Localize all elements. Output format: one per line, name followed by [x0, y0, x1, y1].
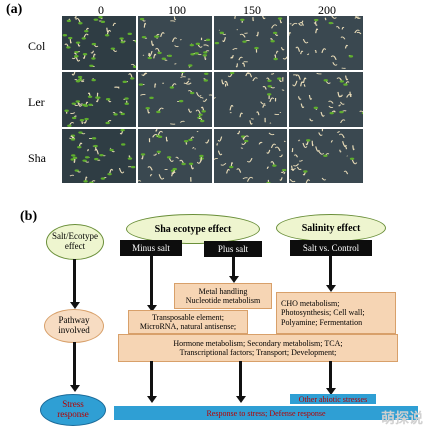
column-label-200: 200	[318, 3, 336, 17]
minus-salt-arrow-shaft	[150, 256, 153, 306]
plus-salt-text: Plus salt	[217, 244, 249, 254]
seedling-photo-ler-150	[213, 72, 288, 127]
salinity-effect-text: Salinity effect	[301, 222, 361, 234]
nucleotide-metabolism-text: Nucleotide metabolism	[185, 296, 261, 305]
cho-metabolism-box: CHO metabolism; Photosynthesis; Cell wal…	[276, 292, 396, 334]
minus-salt-text: Minus salt	[132, 243, 170, 253]
salinity-arrow-shaft	[329, 256, 332, 286]
down-arrow-head-2	[236, 396, 246, 403]
seedling-photo-ler-200	[289, 72, 363, 127]
defense-response-text: Response to stress; Defense response	[206, 408, 326, 418]
down-arrow-shaft-2	[239, 361, 242, 397]
cho-line-2: Photosynthesis; Cell wall;	[281, 308, 365, 318]
stress-response-text: Stress response	[57, 399, 89, 419]
other-abiotic-stresses-bar: Other abiotic stresses	[290, 394, 376, 404]
minus-salt-box: Minus salt	[120, 240, 182, 256]
row-label-sha: Sha	[28, 151, 46, 165]
seedling-photo-col-200	[289, 16, 363, 71]
seedling-photo-col-100	[137, 16, 212, 71]
seedling-photo-sha-150	[213, 128, 288, 183]
plus-salt-box: Plus salt	[204, 241, 262, 257]
hormone-line-1: Hormone metabolism; Secondary metabolism…	[173, 338, 343, 348]
arrow-shaft-1	[73, 259, 76, 303]
arrow-head-2	[70, 385, 80, 392]
seedling-photo-col-0	[62, 16, 136, 71]
column-label-100: 100	[168, 3, 186, 17]
salt-ecotype-effect-oval: Salt/Ecotype effect	[46, 224, 104, 260]
seedling-photo-ler-0	[62, 72, 136, 127]
defense-response-bar: Response to stress; Defense response	[114, 406, 418, 420]
arrow-head-1	[70, 302, 80, 309]
seedling-photo-sha-200	[289, 128, 363, 183]
pathway-involved-text: Pathway involved	[58, 315, 90, 335]
transposable-element-box: Transposable element; MicroRNA, natural …	[128, 310, 248, 334]
salinity-arrow-head	[326, 285, 336, 292]
column-label-150: 150	[243, 3, 261, 17]
panel-b-label: (b)	[20, 209, 38, 224]
row-label-ler: Ler	[28, 95, 45, 109]
row-label-col: Col	[28, 39, 46, 53]
cho-line-3: Polyamine; Fermentation	[281, 317, 363, 327]
arrow-shaft-2	[73, 342, 76, 386]
stress-response-oval: Stress response	[40, 394, 106, 426]
other-abiotic-stresses-text: Other abiotic stresses	[298, 394, 368, 404]
seedling-photo-sha-0	[62, 128, 136, 183]
salt-vs-control-text: Salt vs. Control	[302, 243, 360, 253]
down-arrow-shaft-3	[329, 361, 332, 389]
transposable-line-1: Transposable element;	[152, 312, 224, 322]
salt-vs-control-box: Salt vs. Control	[290, 240, 372, 256]
seedling-photo-col-150	[213, 16, 288, 71]
minus-salt-arrow-head	[147, 305, 157, 312]
plus-salt-arrow-shaft	[232, 257, 235, 277]
seedling-photo-grid	[62, 16, 363, 183]
pathway-involved-oval: Pathway involved	[44, 309, 104, 343]
column-label-0: 0	[98, 3, 104, 17]
hormone-metabolism-box: Hormone metabolism; Secondary metabolism…	[118, 334, 398, 362]
cho-line-1: CHO metabolism;	[281, 299, 340, 309]
metal-handling-box: Metal handling Nucleotide metabolism	[174, 283, 272, 309]
panel-a-label: (a)	[6, 2, 23, 17]
down-arrow-shaft-1	[150, 361, 153, 397]
sha-ecotype-effect-text: Sha ecotype effect	[154, 223, 232, 235]
down-arrow-head-1	[147, 396, 157, 403]
plus-salt-arrow-head	[229, 276, 239, 283]
seedling-photo-sha-100	[137, 128, 212, 183]
salt-ecotype-effect-text: Salt/Ecotype effect	[52, 231, 98, 251]
seedling-photo-ler-100	[137, 72, 212, 127]
watermark-text: 萌探说	[381, 411, 423, 427]
salinity-effect-oval: Salinity effect	[276, 214, 386, 242]
down-arrow-head-3	[326, 388, 336, 395]
metal-handling-text: Metal handling	[198, 286, 248, 296]
transposable-line-2: MicroRNA, natural antisense;	[139, 322, 237, 331]
hormone-line-2: Transcriptional factors; Transport; Deve…	[179, 348, 337, 357]
sha-ecotype-effect-oval: Sha ecotype effect	[126, 214, 260, 244]
